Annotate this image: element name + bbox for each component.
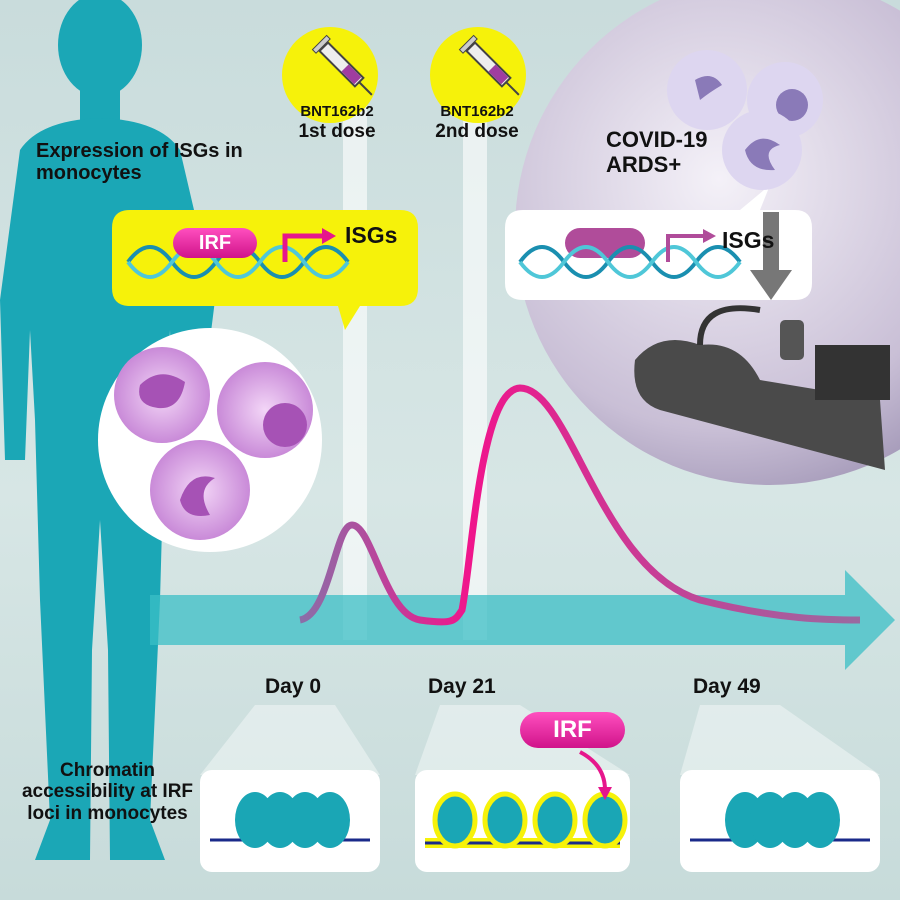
transcription-arrow-icon xyxy=(666,234,705,262)
covid-isg-bubble xyxy=(505,185,812,300)
transcription-arrow-icon xyxy=(282,233,325,262)
dna-icon xyxy=(518,245,742,279)
day0-funnel xyxy=(200,705,380,775)
day21-label: Day 21 xyxy=(428,675,496,698)
irf-binding-arrow-icon xyxy=(579,750,607,791)
dose1-beam xyxy=(343,80,367,640)
irf-absent-pill xyxy=(565,228,645,258)
covid-line1: COVID-19 xyxy=(606,127,708,152)
down-arrow-icon xyxy=(750,212,792,300)
dose2-highlight xyxy=(430,27,526,123)
timeline-arrow[interactable] xyxy=(150,570,895,670)
day49-label: Day 49 xyxy=(693,675,761,698)
dose-number: 2nd dose xyxy=(435,120,519,142)
dose2-beam xyxy=(463,80,487,640)
nucleosome-open-day21 xyxy=(425,791,628,849)
irf-pill: IRF xyxy=(173,228,257,258)
nucleosome-closed-day49 xyxy=(690,792,870,848)
chromatin-title: Chromatin accessibility at IRF loci in m… xyxy=(21,760,194,824)
day49-funnel xyxy=(680,705,880,775)
dose1-highlight xyxy=(282,27,378,123)
nucleosome-closed-day0 xyxy=(210,792,370,848)
day0-label: Day 0 xyxy=(265,675,322,698)
covid-isgs-label: ISGs xyxy=(722,227,775,253)
monocyte-cells xyxy=(114,347,313,540)
isg-expression-curve xyxy=(298,384,861,626)
vaccine-name: BNT162b2 xyxy=(300,103,374,120)
covid-monocytes xyxy=(667,50,823,190)
vaccine-name: BNT162b2 xyxy=(440,103,514,120)
expression-title: Expression of ISGs in monocytes xyxy=(36,140,243,185)
isgs-label: ISGs xyxy=(345,222,398,248)
dose-number: 1st dose xyxy=(298,120,376,142)
syringe-icon xyxy=(458,34,520,96)
ventilated-patient-icon xyxy=(634,305,890,470)
chromatin-irf-pill: IRF xyxy=(520,712,625,748)
syringe-icon xyxy=(311,34,373,96)
covid-line2: ARDS+ xyxy=(606,151,682,177)
